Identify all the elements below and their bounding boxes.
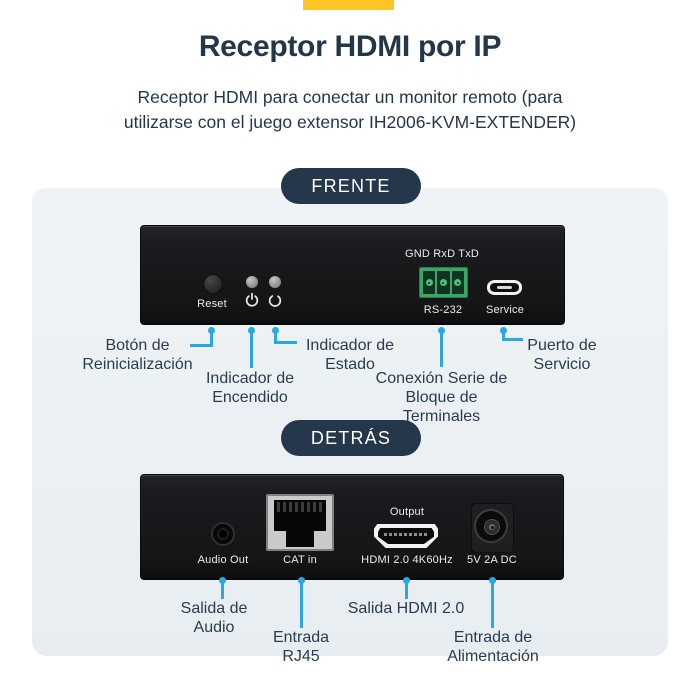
- audio-out-jack: [211, 522, 235, 546]
- leader-line: [299, 582, 303, 628]
- dc-port-label: 5V 2A DC: [467, 554, 517, 566]
- leader-line: [220, 582, 224, 599]
- callout-service: Puerto de Servicio: [527, 337, 597, 373]
- callout-serial: Conexión Serie de Bloque de Terminales: [375, 370, 508, 425]
- service-port-label: Service: [485, 304, 525, 316]
- front-device-photo: Reset GND RxD TxD RS-232 Service: [140, 225, 565, 325]
- page-title: Receptor HDMI por IP: [198, 30, 502, 63]
- leader-line: [503, 338, 523, 341]
- serial-pinout-label: GND RxD TxD: [404, 248, 480, 260]
- back-device-photo: Audio Out CAT in Output HDMI 2.0 4K60Hz …: [140, 474, 564, 580]
- leader-line: [490, 582, 494, 628]
- hdmi-output-label: Output: [389, 506, 425, 518]
- leader-line: [209, 331, 213, 347]
- status-led: [269, 276, 281, 288]
- status-loop-icon: [268, 294, 282, 307]
- brand-accent-bar: [303, 0, 394, 10]
- power-icon: [245, 292, 259, 307]
- leader-line: [190, 344, 212, 347]
- power-led: [246, 276, 258, 288]
- callout-status-led: Indicador de Estado: [305, 337, 395, 373]
- leader-line: [249, 331, 253, 368]
- terminal-slot: [437, 271, 450, 294]
- leader-dot: [437, 326, 445, 334]
- rs232-terminal-block: [419, 267, 468, 298]
- page-subtitle: Receptor HDMI para conectar un monitor r…: [123, 87, 577, 132]
- leader-line: [439, 331, 443, 367]
- micro-usb-service-port: [487, 280, 522, 295]
- front-section-badge: FRENTE: [281, 168, 421, 204]
- leader-line: [404, 582, 408, 599]
- rj45-cat-port: [266, 494, 334, 551]
- leader-dot: [402, 576, 410, 584]
- terminal-slot: [451, 271, 464, 294]
- leader-dot: [247, 326, 255, 334]
- dc-power-jack: [471, 503, 514, 553]
- leader-dot: [218, 576, 226, 584]
- back-section-badge: DETRÁS: [281, 420, 421, 456]
- leader-dot: [488, 576, 496, 584]
- rs232-port-label: RS-232: [423, 304, 463, 316]
- callout-power-led: Indicador de Encendido: [205, 370, 295, 406]
- callout-hdmi-out: Salida HDMI 2.0: [347, 600, 465, 617]
- terminal-slot: [423, 271, 436, 294]
- callout-reset: Botón de Reinicialización: [82, 337, 193, 373]
- leader-dot: [499, 326, 507, 334]
- leader-line: [273, 331, 277, 344]
- leader-dot: [207, 326, 215, 334]
- callout-audio-out: Salida de Audio: [180, 600, 248, 636]
- cat-port-label: CAT in: [283, 554, 317, 566]
- hdmi-port-label: HDMI 2.0 4K60Hz: [361, 554, 453, 566]
- callout-rj45-in: Entrada RJ45: [272, 629, 330, 665]
- reset-port-label: Reset: [197, 298, 227, 310]
- audio-port-label: Audio Out: [197, 554, 249, 566]
- leader-dot: [297, 576, 305, 584]
- reset-button: [203, 274, 223, 294]
- leader-dot: [271, 326, 279, 334]
- callout-power-in: Entrada de Alimentación: [447, 629, 539, 665]
- leader-line: [275, 341, 297, 344]
- hdmi-port: [374, 524, 438, 548]
- leader-line: [501, 331, 505, 341]
